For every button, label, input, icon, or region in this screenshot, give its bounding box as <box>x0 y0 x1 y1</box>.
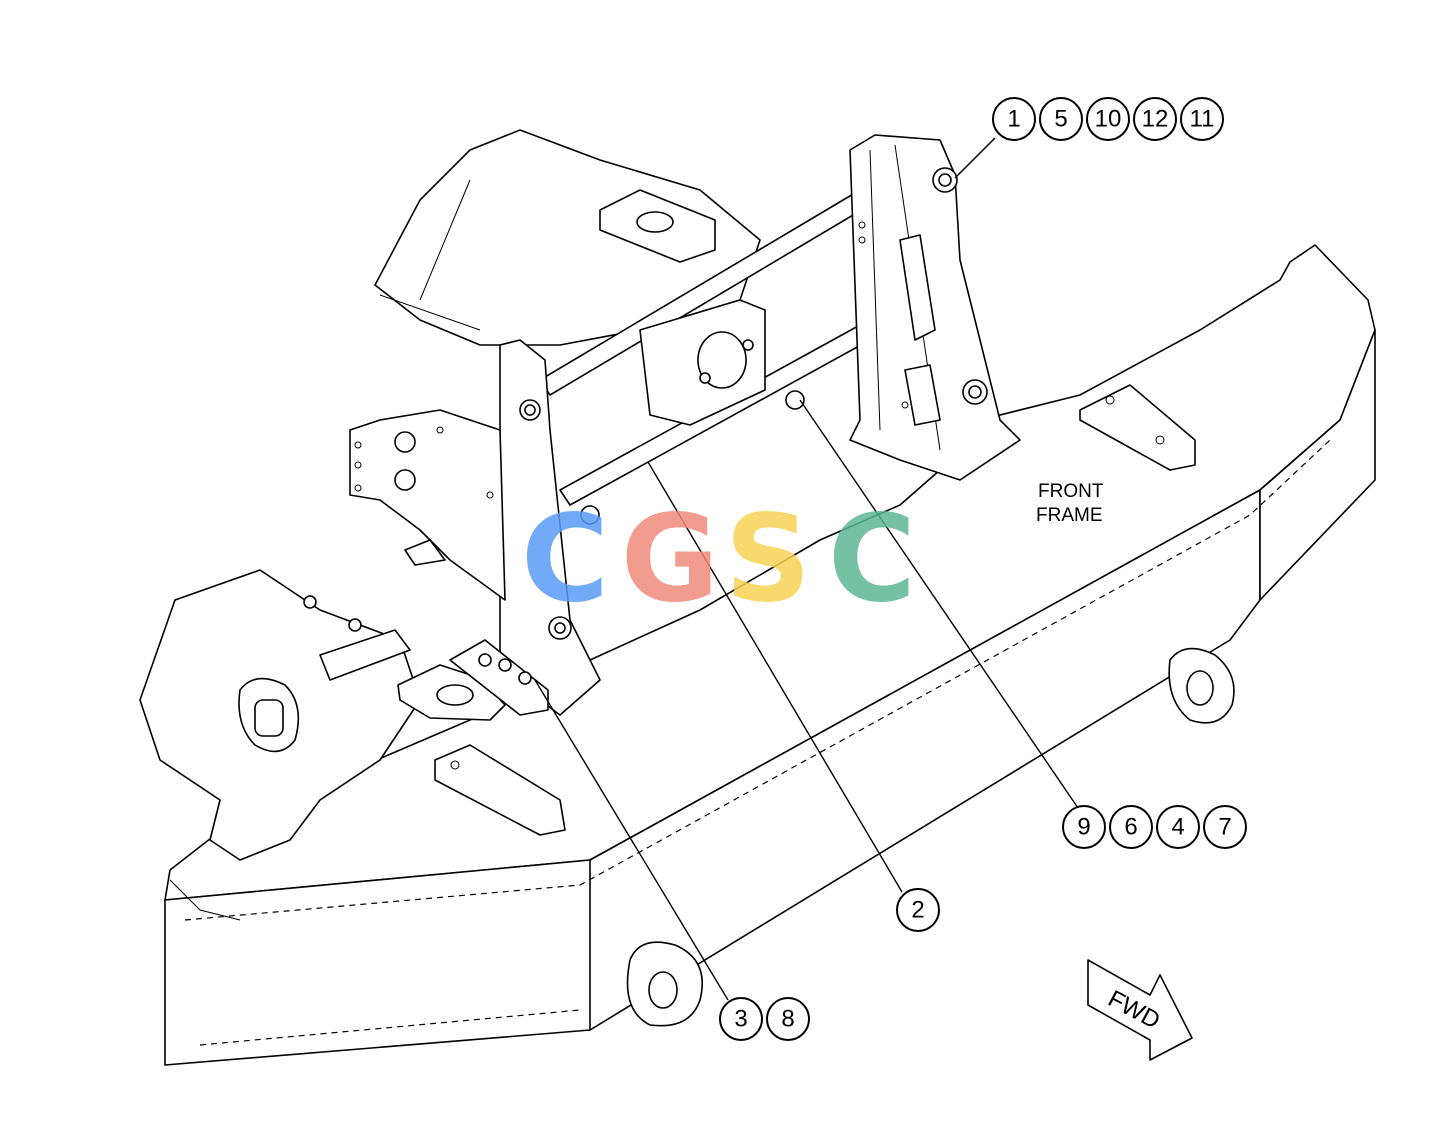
watermark-letter: S <box>725 491 811 630</box>
callout-bubble: 8 <box>766 997 810 1041</box>
callout-bubble: 11 <box>1180 97 1224 141</box>
svg-text:2: 2 <box>911 897 924 924</box>
watermark-letter: G <box>621 491 720 630</box>
svg-text:8: 8 <box>781 1006 794 1033</box>
watermark-letter: C <box>521 491 609 630</box>
watermark: C G S C <box>521 491 916 630</box>
callout-group-center: 2 <box>896 888 940 932</box>
callout-bubble: 4 <box>1156 805 1200 849</box>
watermark-letter: C <box>828 491 916 630</box>
svg-text:6: 6 <box>1124 814 1137 841</box>
callout-bubble: 5 <box>1039 97 1083 141</box>
left-bracket <box>349 339 601 716</box>
svg-text:1: 1 <box>1007 106 1020 133</box>
leader-lines <box>534 137 1079 1001</box>
callout-bubble: 1 <box>992 97 1036 141</box>
svg-text:3: 3 <box>734 1006 747 1033</box>
callout-bubble: 9 <box>1062 805 1106 849</box>
callout-bubble: 2 <box>896 888 940 932</box>
front-frame <box>164 244 1376 1066</box>
callout-bubble: 7 <box>1203 805 1247 849</box>
svg-text:11: 11 <box>1190 106 1215 133</box>
svg-text:9: 9 <box>1077 814 1090 841</box>
frame-label-line1: FRONT <box>1038 481 1104 502</box>
rear-structure <box>374 129 761 346</box>
svg-text:4: 4 <box>1171 814 1184 841</box>
callout-group-top-right: 1 5 10 12 11 <box>992 97 1224 141</box>
svg-text:12: 12 <box>1142 106 1169 133</box>
callout-bubble: 6 <box>1109 805 1153 849</box>
svg-text:5: 5 <box>1054 106 1067 133</box>
svg-text:7: 7 <box>1218 814 1231 841</box>
svg-text:10: 10 <box>1095 106 1122 133</box>
forward-arrow-icon: FWD <box>1087 959 1193 1061</box>
frame-label-line2: FRAME <box>1036 505 1103 526</box>
callout-bubble: 10 <box>1086 97 1130 141</box>
callout-bubble: 3 <box>719 997 763 1041</box>
callout-bubble: 12 <box>1133 97 1177 141</box>
right-bracket <box>785 134 1021 481</box>
callout-group-right-middle: 9 6 4 7 <box>1062 805 1247 849</box>
callout-group-bottom-left: 3 8 <box>719 997 810 1041</box>
